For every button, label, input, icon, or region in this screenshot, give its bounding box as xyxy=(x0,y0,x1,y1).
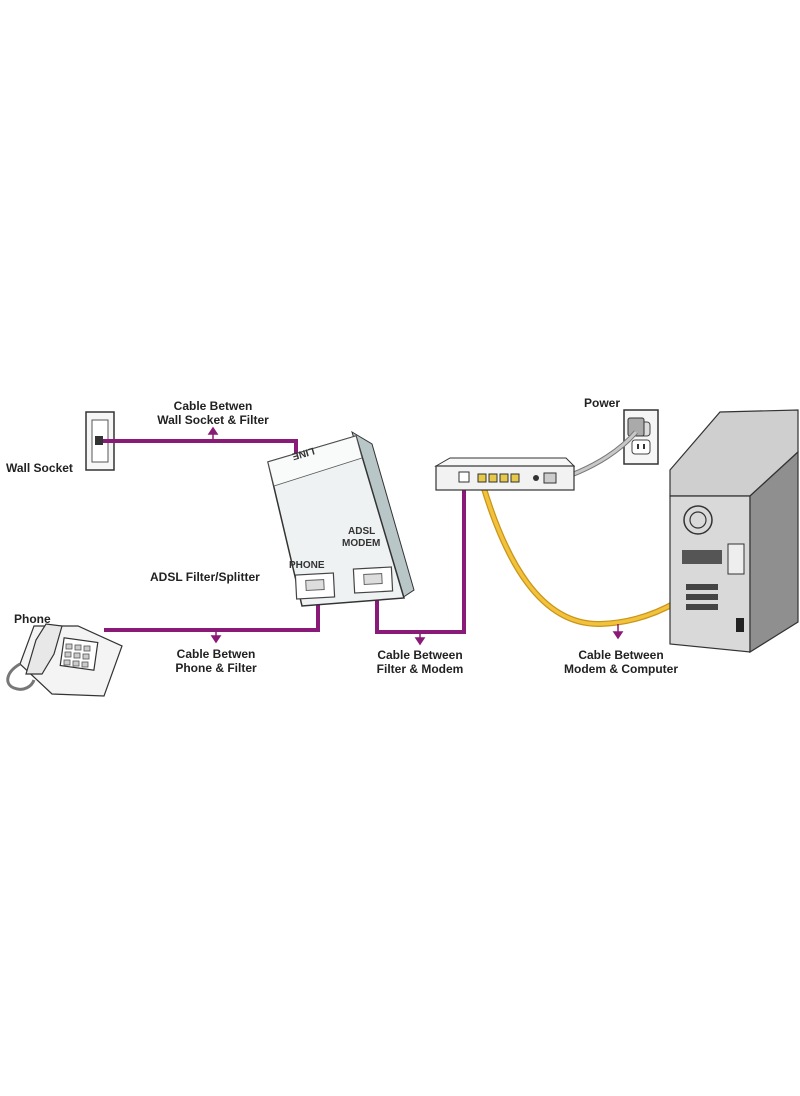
power-outlet-icon xyxy=(623,409,659,465)
cable-filter-modem-line2: Filter & Modem xyxy=(376,662,464,676)
splitter-label: ADSL Filter/Splitter xyxy=(150,570,260,584)
power-label: Power xyxy=(584,396,621,410)
cable-phone-filter-line1: Cable Betwen xyxy=(176,647,256,661)
cable-filter-modem-line1: Cable Between xyxy=(377,648,463,662)
phone-port-label: PHONE xyxy=(289,560,325,571)
cable-modem-computer-label: Cable Between Modem & Computer xyxy=(556,648,686,676)
computer-tower-icon xyxy=(669,409,799,654)
cable-phone-filter-line2: Phone & Filter xyxy=(175,661,257,675)
adsl-port-label-1: ADSL xyxy=(348,526,375,537)
cable-wall-filter-line2: Wall Socket & Filter xyxy=(157,413,269,427)
adsl-port-label-2: MODEM xyxy=(342,538,380,549)
cable-wall-filter-label: Cable Betwen Wall Socket & Filter xyxy=(153,399,273,427)
phone-label: Phone xyxy=(14,612,51,626)
cable-wall-filter-line1: Cable Betwen xyxy=(173,399,253,413)
label-arrows xyxy=(207,426,624,646)
cable-filter-modem-label: Cable Between Filter & Modem xyxy=(362,648,478,676)
cable-modem-computer-line1: Cable Between xyxy=(578,648,664,662)
cable-modem-computer-line2: Modem & Computer xyxy=(564,662,678,676)
telephone-icon xyxy=(6,623,123,697)
splitter-icon: LINE PHONE ADSL MODEM xyxy=(267,430,415,607)
wall-socket-label: Wall Socket xyxy=(6,461,73,475)
modem-icon xyxy=(434,457,576,491)
cable-phone-to-filter xyxy=(104,582,320,632)
cable-wall-to-filter xyxy=(103,439,298,458)
cable-phone-filter-label: Cable Betwen Phone & Filter xyxy=(158,647,274,675)
